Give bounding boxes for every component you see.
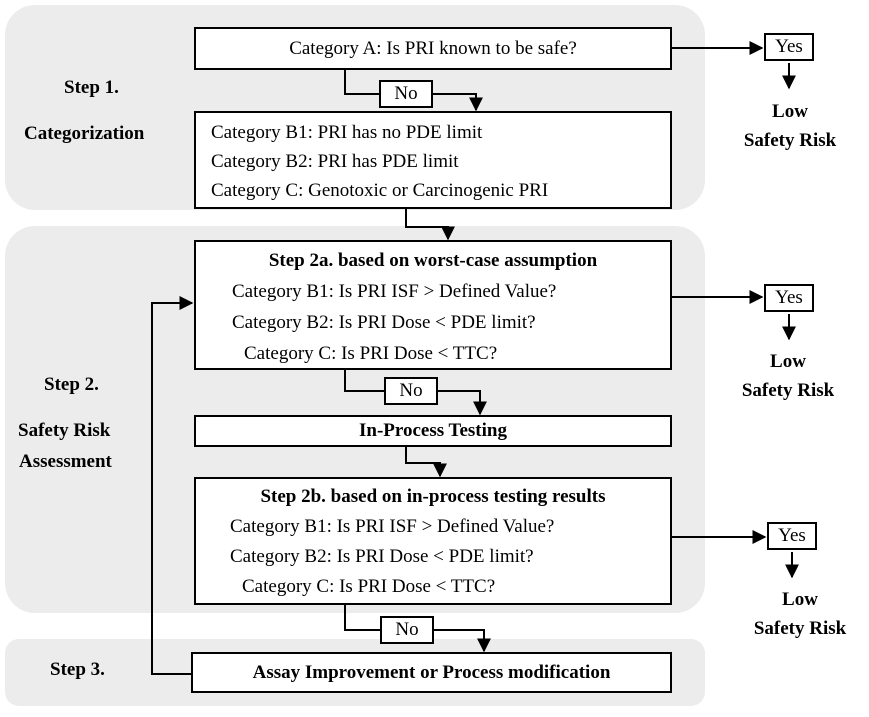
step2a-b2-text: Category B2: Is PRI Dose < PDE limit? — [232, 312, 536, 333]
category-a-text: Category A: Is PRI known to be safe? — [289, 38, 577, 59]
category-c-text: Category C: Genotoxic or Carcinogenic PR… — [211, 180, 549, 201]
arrow-categorization-to-step2a — [405, 209, 455, 241]
step2-title: Step 2. — [44, 374, 99, 395]
low-safety-risk-2-line2: Safety Risk — [741, 380, 835, 401]
in-process-testing-box: In-Process Testing — [194, 415, 672, 447]
in-process-testing-text: In-Process Testing — [359, 420, 507, 441]
step2-subtitle-line2: Assessment — [19, 451, 112, 472]
low-safety-risk-3: Low Safety Risk — [730, 585, 869, 643]
yes-box-2: Yes — [764, 284, 814, 312]
low-safety-risk-2-line1: Low — [770, 351, 806, 372]
category-a-box: Category A: Is PRI known to be safe? — [194, 27, 672, 70]
arrow-feedback-loop — [151, 296, 194, 675]
step1-subtitle: Categorization — [24, 123, 145, 144]
low-safety-risk-3-line1: Low — [782, 589, 818, 610]
low-safety-risk-2: Low Safety Risk — [718, 347, 858, 405]
low-safety-risk-1: Low Safety Risk — [720, 97, 860, 155]
low-safety-risk-1-line1: Low — [772, 101, 808, 122]
yes-box-3: Yes — [767, 522, 817, 550]
step2a-title: Step 2a. based on worst-case assumption — [268, 250, 598, 271]
step1-title: Step 1. — [64, 77, 119, 98]
arrow-cat-a-to-no — [344, 70, 379, 95]
step2a-b1-text: Category B1: Is PRI ISF > Defined Value? — [232, 281, 557, 302]
arrow-step2a-to-no — [344, 370, 384, 392]
no-box-1: No — [379, 80, 433, 108]
no-box-3: No — [380, 616, 434, 644]
step3-box-text: Assay Improvement or Process modificatio… — [252, 662, 611, 683]
category-b2-text: Category B2: PRI has PDE limit — [211, 151, 459, 172]
arrow-step2b-to-no — [344, 605, 380, 631]
no-box-2: No — [384, 377, 438, 405]
arrow-in-process-to-step2b — [405, 447, 447, 478]
yes-box-1: Yes — [764, 33, 814, 61]
step2b-title: Step 2b. based on in-process testing res… — [260, 486, 606, 507]
arrow-no-to-categorization — [433, 93, 483, 112]
step2b-b2-text: Category B2: Is PRI Dose < PDE limit? — [230, 546, 534, 567]
low-safety-risk-3-line2: Safety Risk — [753, 618, 847, 639]
step3-box: Assay Improvement or Process modificatio… — [191, 652, 672, 693]
step2a-c-text: Category C: Is PRI Dose < TTC? — [244, 343, 498, 364]
arrow-no-to-step3 — [434, 629, 491, 653]
step2b-box: Step 2b. based on in-process testing res… — [194, 477, 672, 605]
step2a-box: Step 2a. based on worst-case assumption … — [194, 240, 672, 370]
step2b-c-text: Category C: Is PRI Dose < TTC? — [242, 576, 496, 597]
step3-title: Step 3. — [50, 659, 105, 680]
low-safety-risk-1-line2: Safety Risk — [743, 130, 837, 151]
arrow-no-to-in-process — [438, 390, 487, 416]
category-b1-text: Category B1: PRI has no PDE limit — [211, 122, 483, 143]
step2b-b1-text: Category B1: Is PRI ISF > Defined Value? — [230, 516, 555, 537]
categorization-box: Category B1: PRI has no PDE limit Catego… — [194, 111, 672, 209]
step2-subtitle-line1: Safety Risk — [18, 420, 111, 441]
